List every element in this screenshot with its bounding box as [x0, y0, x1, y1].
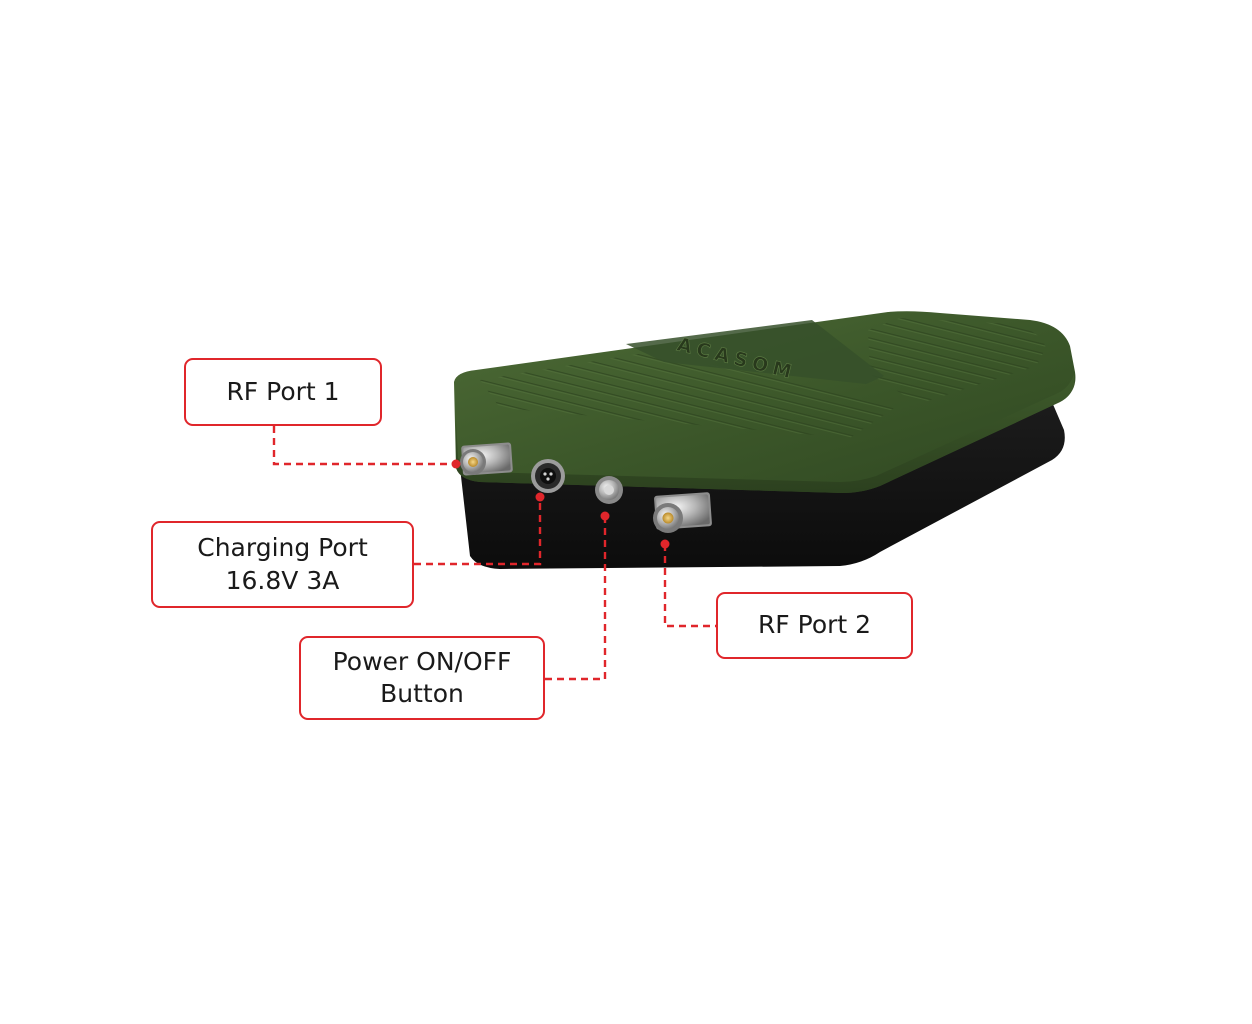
leader-dot-rf-port-2: [660, 539, 670, 549]
charging-port-connector: [531, 459, 565, 493]
callout-charging-port-spec: 16.8V 3A: [225, 565, 340, 595]
callout-charging-port: Charging Port 16.8V 3A: [151, 521, 414, 608]
callout-rf-port-2: RF Port 2: [716, 592, 913, 659]
rf-port-2-connector: [653, 492, 712, 533]
callout-power-button-label: Power ON/OFF: [332, 646, 512, 676]
callout-charging-port-label: Charging Port: [197, 533, 368, 562]
leader-dot-rf-port-1: [451, 459, 461, 469]
callout-power-button-label-2: Button: [380, 679, 464, 708]
power-button-graphic: [595, 476, 623, 504]
leader-line-rf-port-2: [663, 544, 716, 628]
callout-rf-port-1-label: RF Port 1: [226, 376, 340, 406]
leader-line-rf-port-1: [272, 426, 456, 466]
callout-rf-port-2-label: RF Port 2: [757, 610, 872, 640]
leader-lines: [272, 426, 716, 681]
ribbed-panel-front: [480, 352, 900, 438]
leader-dot-charging-port: [535, 492, 545, 502]
brand-recess: [626, 320, 884, 384]
rf-port-1-connector: [460, 442, 513, 476]
ribbed-panel-rear: [868, 318, 1046, 404]
device-front-edge: [456, 374, 1074, 493]
callout-power-button: Power ON/OFF Button: [299, 636, 545, 720]
leader-line-power-button: [545, 516, 607, 681]
callout-rf-port-1: RF Port 1: [184, 358, 382, 426]
leader-dot-power-button: [600, 511, 610, 521]
leader-line-charging-port: [414, 497, 542, 566]
leader-dots: [451, 459, 670, 549]
